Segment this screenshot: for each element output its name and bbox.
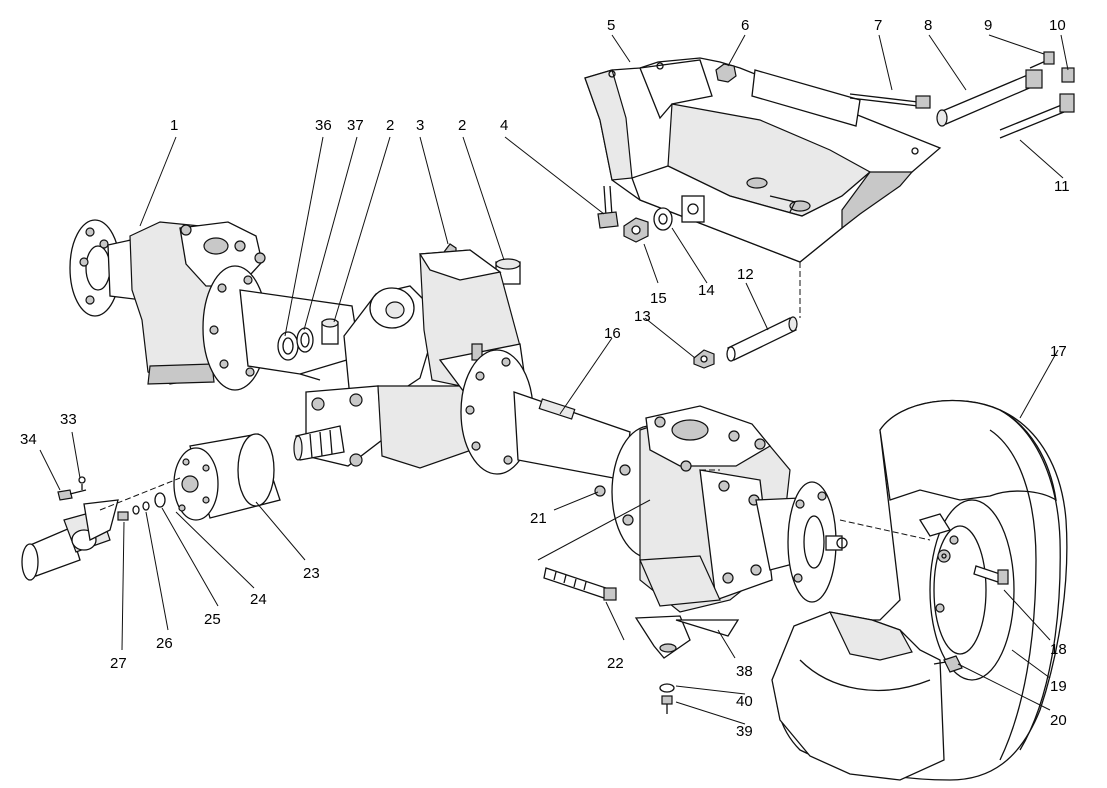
leader-lines [39,34,1069,725]
callout-14: 14 [698,282,715,299]
callout-1: 1 [170,117,178,134]
callout-13: 13 [634,308,651,325]
callout-27: 27 [110,655,127,672]
callout-36: 36 [315,117,332,134]
callout-2a: 2 [386,117,394,134]
callout-3: 3 [416,117,424,134]
mounting-bracket [584,57,942,263]
callout-34: 34 [20,431,37,448]
callout-26: 26 [156,635,173,652]
callout-25: 25 [204,611,221,628]
callout-7: 7 [874,17,882,34]
callout-17: 17 [1050,343,1067,360]
callout-40: 40 [736,693,753,710]
right-hub-assembly [594,405,848,659]
lug-bolt-valve-stem [933,565,1009,673]
spacer-tube [693,262,801,369]
callout-38: 38 [736,663,753,680]
callout-2b: 2 [458,117,466,134]
callout-labels: 1 2 2 3 4 5 6 7 8 9 10 11 12 13 14 15 16… [20,17,1070,740]
callout-22: 22 [607,655,624,672]
callout-24: 24 [250,591,267,608]
callout-33: 33 [60,411,77,428]
callout-5: 5 [607,17,615,34]
input-shaft [293,425,345,461]
callout-4: 4 [500,117,508,134]
callout-16: 16 [604,325,621,342]
callout-9: 9 [984,17,992,34]
callout-6: 6 [741,17,749,34]
callout-21: 21 [530,510,547,527]
callout-23: 23 [303,565,320,582]
callout-20: 20 [1050,712,1067,729]
callout-10: 10 [1049,17,1066,34]
callout-19: 19 [1050,678,1067,695]
callout-11: 11 [1054,178,1070,195]
coupling-assembly [117,433,281,521]
callout-39: 39 [736,723,753,740]
callout-8: 8 [924,17,932,34]
callout-37: 37 [347,117,364,134]
callout-12: 12 [737,266,754,283]
callout-18: 18 [1050,641,1067,658]
callout-15: 15 [650,290,667,307]
hub-fasteners [543,567,675,714]
bracket-hardware [597,51,1075,243]
wheel-tire [700,399,1068,781]
u-joint [21,476,181,581]
right-axle-tube [460,349,631,481]
